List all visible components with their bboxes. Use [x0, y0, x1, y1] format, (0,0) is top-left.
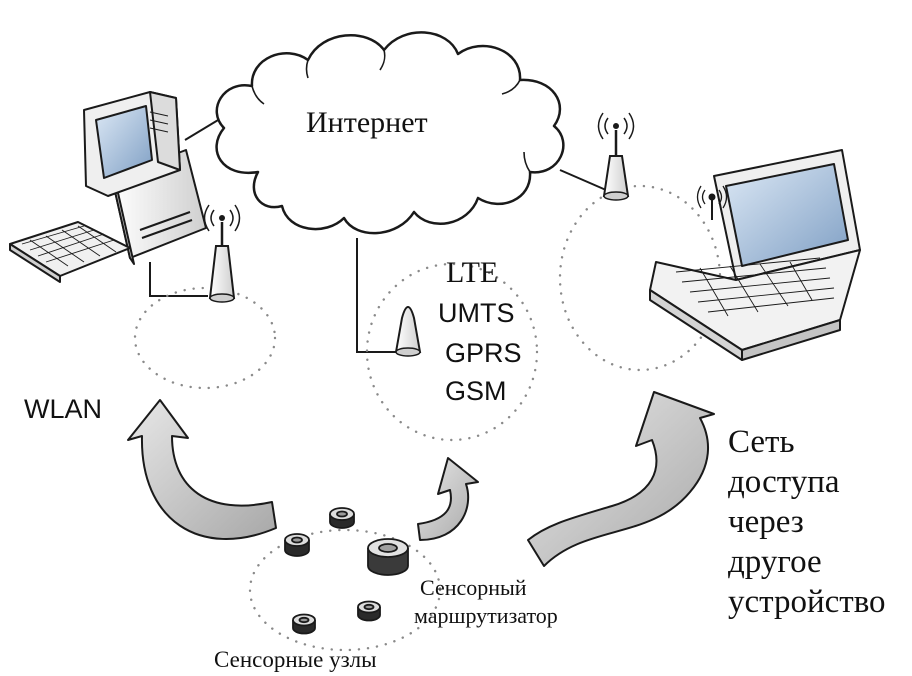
sensor-node-icon [329, 507, 355, 529]
access-network-line: доступа [728, 464, 840, 500]
sensor-node-icon [292, 613, 316, 635]
sensor-coverage [248, 528, 442, 652]
access-network-line: через [728, 504, 804, 540]
desktop-computer-icon [9, 91, 207, 283]
desktop-to-router-line [149, 262, 208, 297]
access-network-line: Сеть [728, 424, 795, 460]
gsm-label: GSM [445, 376, 507, 406]
access-network-line: устройство [728, 584, 886, 620]
access-network-label: Сеть доступа через другое устройство [728, 422, 912, 622]
laptop-icon [649, 149, 861, 361]
cloud-icon [215, 31, 565, 235]
cellular-coverage [365, 262, 539, 442]
sensor-node-icon [357, 600, 381, 622]
lte-label: LTE [446, 256, 499, 289]
arrow-to-cellular [417, 457, 479, 541]
internet-label: Интернет [306, 106, 428, 139]
gprs-label: GPRS [445, 338, 522, 368]
sensor-router-line: Сенсорный [420, 575, 527, 600]
access-network-line: другое [728, 544, 822, 580]
cell-tower-icon [394, 306, 422, 357]
sensor-router-label: Сенсорный маршрутизатор [414, 574, 620, 630]
arrow-to-laptop [527, 391, 715, 567]
umts-label: UMTS [438, 298, 515, 328]
sensor-node-icon [284, 533, 310, 557]
sensor-router-line: маршрутизатор [414, 603, 558, 628]
laptop-antenna-to-cloud-line [559, 169, 607, 191]
sensor-nodes [284, 507, 409, 635]
sensor-router-icon [367, 538, 409, 576]
antenna-icon [597, 112, 635, 201]
arrow-to-wlan [127, 399, 277, 540]
cloud-to-tower-line [356, 238, 400, 353]
sensor-nodes-label: Сенсорные узлы [214, 647, 377, 672]
antenna-icon [203, 204, 241, 303]
arrows [127, 391, 715, 567]
wlan-coverage [133, 286, 277, 390]
wlan-label: WLAN [24, 394, 103, 424]
